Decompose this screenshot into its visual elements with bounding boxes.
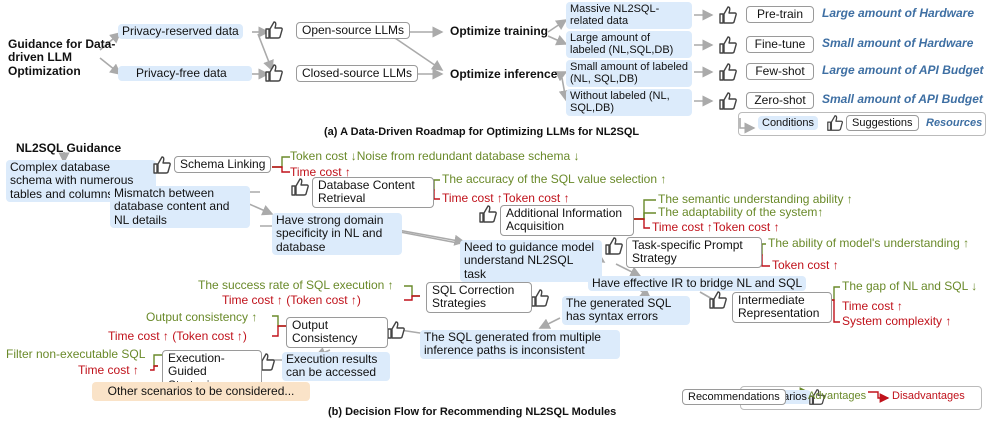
condition-without-labeled: Without labeled (NL, SQL,DB) — [566, 89, 692, 116]
privacy-free-scenario: Privacy-free data — [118, 66, 252, 82]
thumb-up-icon — [718, 62, 738, 87]
thumb-up-icon — [718, 91, 738, 116]
thumb-up-icon — [290, 177, 310, 202]
disadvantage-additional-information: Time cost ↑Token cost ↑ — [652, 220, 780, 234]
disadvantage-task-prompt: Token cost ↑ — [772, 258, 839, 272]
recommendation-task-specific-prompt: Task-specific Prompt Strategy — [626, 237, 762, 268]
legend-conditions: Conditions — [758, 116, 818, 131]
condition-small-labeled: Small amount of labeled (NL, SQL,DB) — [566, 60, 692, 87]
thumb-up-icon — [808, 388, 826, 411]
scenario-mismatch-content: Mismatch between database content and NL… — [110, 186, 250, 229]
caption-b: (b) Decision Flow for Recommending NL2SQ… — [328, 406, 617, 418]
nl2sql-guidance-title: NL2SQL Guidance — [16, 141, 122, 155]
suggestion-pre-train: Pre-train — [746, 6, 814, 24]
thumb-up-icon — [264, 20, 284, 45]
closed-source-llms-box: Closed-source LLMs — [296, 65, 419, 83]
scenario-inconsistent-sql: The SQL generated from multiple inferenc… — [420, 330, 620, 359]
thumb-up-icon — [264, 63, 284, 88]
optimize-training-label: Optimize training — [450, 24, 549, 38]
thumb-up-icon — [718, 5, 738, 30]
advantage-nl-sql-gap: The gap of NL and SQL ↓ — [842, 279, 978, 293]
advantage-output-consistency: Output consistency ↑ — [146, 310, 258, 324]
legend-advantages: Advantages — [808, 390, 867, 402]
recommendation-additional-information-acquisition: Additional Information Acquisition — [500, 205, 634, 236]
advantage-database-content-retrieval: The accuracy of the SQL value selection … — [442, 172, 667, 186]
thumb-up-icon — [478, 204, 498, 229]
thumb-up-icon — [826, 114, 844, 137]
suggestion-few-shot: Few-shot — [746, 63, 814, 81]
disadvantage-output-consistency: Time cost ↑ (Token cost ↑) — [108, 329, 247, 343]
thumb-up-icon — [604, 236, 624, 261]
resource-small-api-budget: Small amount of API Budget — [822, 92, 983, 106]
thumb-up-icon — [386, 320, 406, 345]
resource-small-hardware: Small amount of Hardware — [822, 36, 974, 50]
disadvantage-database-content-retrieval: Time cost ↑Token cost ↑ — [442, 191, 570, 205]
recommendation-sql-correction: SQL Correction Strategies — [426, 282, 532, 313]
thumb-up-icon — [718, 35, 738, 60]
disadvantage-schema-linking: Time cost ↑ — [290, 165, 351, 179]
legend-recommendations: Recommendations — [682, 389, 786, 406]
optimize-inference-label: Optimize inference — [450, 67, 558, 81]
advantage-filter-non-executable: Filter non-executable SQL — [6, 347, 146, 361]
disadvantage-time-cost-ir: Time cost ↑ — [842, 299, 903, 313]
recommendation-database-content-retrieval: Database Content Retrieval — [312, 177, 434, 208]
thumb-up-icon — [708, 290, 728, 315]
advantage-model-understanding: The ability of model's understanding ↑ — [768, 236, 970, 250]
thumb-up-icon — [152, 155, 172, 180]
condition-large-labeled: Large amount of labeled (NL,SQL,DB) — [566, 31, 692, 58]
privacy-reserved-scenario: Privacy-reserved data — [118, 24, 243, 40]
legend-suggestions: Suggestions — [846, 115, 919, 132]
caption-a: (a) A Data-Driven Roadmap for Optimizing… — [324, 126, 640, 138]
recommendation-schema-linking: Schema Linking — [174, 156, 272, 174]
disadvantage-execution-guided: Time cost ↑ — [78, 363, 139, 377]
condition-massive-data: Massive NL2SQL-related data — [566, 2, 692, 29]
recommendation-intermediate-representation: Intermediate Representation — [732, 292, 832, 323]
guidance-title: Guidance for Data-driven LLM Optimizatio… — [8, 37, 116, 78]
suggestion-fine-tune: Fine-tune — [746, 36, 814, 54]
thumb-up-icon — [530, 288, 550, 313]
scenario-effective-ir: Have effective IR to bridge NL and SQL — [588, 276, 807, 292]
open-source-llms-box: Open-source LLMs — [296, 22, 411, 40]
advantage-semantic-understanding: The semantic understanding ability ↑ — [658, 192, 853, 206]
suggestion-zero-shot: Zero-shot — [746, 92, 814, 110]
advantage-system-adaptability: The adaptability of the system↑ — [658, 205, 824, 219]
other-scenarios: Other scenarios to be considered... — [92, 382, 310, 402]
disadvantage-system-complexity: System complexity ↑ — [842, 314, 952, 328]
scenario-task-guidance: Need to guidance model understand NL2SQL… — [460, 240, 602, 283]
advantage-schema-linking: Token cost ↓Noise from redundant databas… — [290, 149, 580, 163]
recommendation-output-consistency: Output Consistency — [286, 317, 388, 348]
advantage-sql-execution-success: The success rate of SQL execution ↑ — [198, 278, 394, 292]
legend-resources: Resources — [926, 117, 983, 129]
legend-a — [738, 112, 986, 136]
resource-large-api-budget: Large amount of API Budget — [822, 63, 984, 77]
scenario-execution-results: Execution results can be accessed — [282, 352, 390, 381]
legend-disadvantages: Disadvantages — [892, 390, 965, 402]
disadvantage-sql-correction: Time cost ↑ (Token cost ↑) — [222, 293, 361, 307]
scenario-domain-specificity: Have strong domain specificity in NL and… — [272, 213, 402, 256]
resource-large-hardware: Large amount of Hardware — [822, 6, 975, 20]
scenario-syntax-errors: The generated SQL has syntax errors — [562, 296, 690, 325]
